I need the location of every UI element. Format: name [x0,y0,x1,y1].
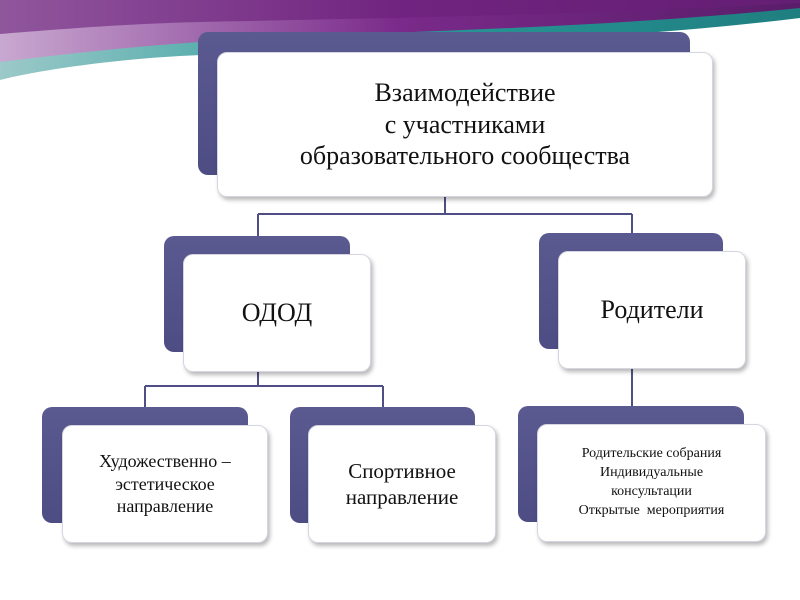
events-line-3: консультации [611,483,692,502]
root-node-line-2: с участниками [385,109,546,141]
sport-node: Спортивное направление [308,425,496,543]
art-line-2: эстетическое [115,473,215,496]
events-node: Родительские собрания Индивидуальные кон… [537,424,766,542]
art-line-3: направление [117,495,214,518]
art-line-1: Художественно – [99,450,231,473]
root-node-line-3: образовательного сообщества [300,140,630,172]
events-line-1: Родительские собрания [582,445,722,464]
root-node-line-1: Взаимодействие [374,77,555,109]
odod-node: ОДОД [183,254,371,372]
sport-line-1: Спортивное [348,458,456,484]
parents-label: Родители [601,295,704,325]
events-line-2: Индивидуальные [600,464,703,483]
sport-line-2: направление [346,484,459,510]
art-node: Художественно – эстетическое направление [62,425,268,543]
odod-label: ОДОД [242,298,312,328]
root-node: Взаимодействие с участниками образовател… [217,52,713,197]
events-line-4: Открытые мероприятия [579,502,725,521]
parents-node: Родители [558,251,746,369]
